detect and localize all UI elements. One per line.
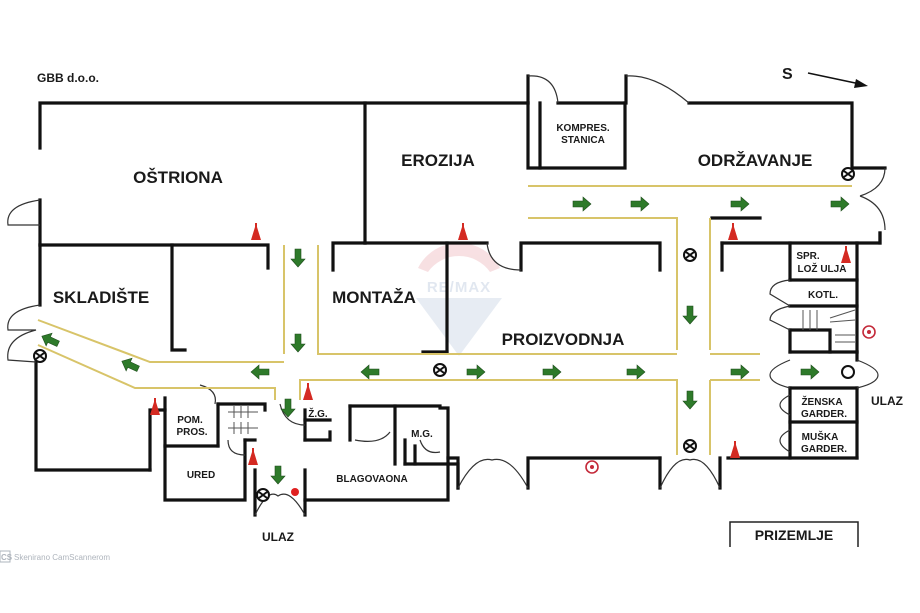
room-label-spr-line2: LOŽ ULJA: [798, 262, 847, 275]
evacuation-arrow-icon: [290, 333, 306, 353]
evacuation-arrow-icon: [630, 196, 650, 212]
fire-extinguisher-icon: [458, 223, 468, 240]
fire-extinguisher-icon: [150, 398, 160, 415]
evacuation-arrow-icon: [250, 364, 270, 380]
fire-extinguisher-icon: [728, 223, 738, 240]
room-label-zg: Ž.G.: [308, 407, 328, 420]
evacuation-arrow-icon: [121, 357, 140, 372]
doors: [7, 75, 886, 516]
room-label-proizvodnja: PROIZVODNJA: [502, 330, 625, 349]
room-label-pom-line2: PROS.: [176, 427, 207, 438]
evacuation-arrow-icon: [682, 390, 698, 410]
evacuation-arrow-icon: [830, 196, 850, 212]
room-label-ostriona: OŠTRIONA: [133, 168, 223, 187]
staircase-icon: [228, 406, 258, 434]
company-name: GBB d.o.o.: [37, 71, 99, 85]
remax-watermark: RE/MAX: [416, 242, 502, 356]
room-label-kompres-line1: KOMPRES.: [556, 123, 610, 134]
fire-extinguisher-icon: [248, 448, 258, 465]
north-indicator-label: S: [782, 66, 793, 83]
fire-hydrant-icon: [841, 365, 855, 379]
evacuation-route-lines: [37, 185, 852, 455]
room-label-mg: M.G.: [411, 429, 433, 440]
fire-hydrant-icon: [33, 349, 47, 363]
evacuation-arrow-icon: [290, 248, 306, 268]
room-label-kompres-line2: STANICA: [561, 135, 605, 146]
evacuation-arrow-icon: [626, 364, 646, 380]
room-label-zenska-line1: ŽENSKA: [801, 395, 842, 408]
fire-hydrant-icon: [683, 439, 697, 453]
fire-alarm-icon: [585, 460, 599, 474]
room-label-zenska-line2: GARDER.: [801, 409, 847, 420]
evacuation-arrow-icon: [270, 465, 286, 485]
room-label-odrzavanje: ODRŽAVANJE: [698, 151, 813, 170]
room-label-skladiste: SKLADIŠTE: [53, 288, 149, 307]
fire-alarm-icon: [862, 325, 876, 339]
evacuation-arrow-icon: [730, 364, 750, 380]
evacuation-arrow-icon: [682, 305, 698, 325]
evacuation-arrow-icon: [466, 364, 486, 380]
entrance-label-side: ULAZ: [871, 394, 903, 408]
orientation-arrow-icon: [807, 72, 868, 88]
fire-hydrant-icon: [433, 363, 447, 377]
entrance-label-main: ULAZ: [262, 530, 294, 544]
scanner-badge: CS Skenirano CamScannerom: [0, 550, 110, 563]
floor-label: PRIZEMLJE: [755, 527, 834, 543]
evacuation-arrow-icon: [360, 364, 380, 380]
safety-symbols: [33, 167, 876, 502]
room-label-pom-line1: POM.: [177, 415, 203, 426]
fire-extinguisher-icon: [303, 383, 313, 400]
evacuation-arrow-icon: [800, 364, 820, 380]
fire-extinguisher-icon: [251, 223, 261, 240]
evacuation-arrow-icon: [41, 332, 60, 347]
room-label-erozija: EROZIJA: [401, 151, 475, 170]
room-label-spr-line1: SPR.: [796, 251, 820, 262]
assembly-marker-icon: [291, 488, 299, 496]
floor-label-box: PRIZEMLJE: [729, 521, 859, 547]
fire-extinguisher-icon: [730, 441, 740, 458]
room-label-blagovaona: BLAGOVAONA: [336, 474, 407, 485]
room-label-muska-line1: MUŠKA: [802, 430, 839, 443]
evacuation-arrow-icon: [730, 196, 750, 212]
evacuation-arrow-icon: [572, 196, 592, 212]
scanner-text: Skenirano CamScannerom: [14, 553, 110, 562]
fire-hydrant-icon: [256, 488, 270, 502]
scanner-badge-icon: CS: [1, 553, 13, 562]
fire-hydrant-icon: [841, 167, 855, 181]
evacuation-arrow-icon: [280, 398, 296, 418]
remax-watermark-text: RE/MAX: [427, 279, 491, 296]
staircase-icon: [802, 309, 856, 343]
fire-extinguisher-icon: [841, 246, 851, 263]
room-label-kotl: KOTL.: [808, 290, 838, 301]
evacuation-arrow-icon: [542, 364, 562, 380]
room-label-montaza: MONTAŽA: [332, 288, 416, 307]
room-label-muska-line2: GARDER.: [801, 444, 847, 455]
fire-hydrant-icon: [683, 248, 697, 262]
walls: [34, 74, 887, 517]
room-label-ured: URED: [187, 470, 215, 481]
